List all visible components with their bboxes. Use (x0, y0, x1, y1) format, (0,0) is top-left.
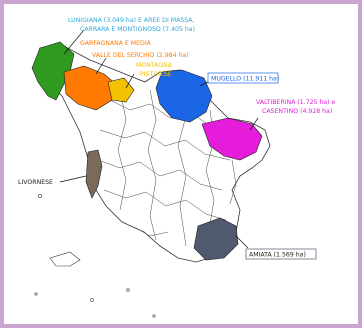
label-montagna-1: MONTAGNA (136, 62, 173, 69)
label-valtiberina-1: VALTIBERINA (1.725 ha) e (256, 99, 336, 106)
label-garfagnana-1: GARFAGNANA E MEDIA (80, 40, 152, 47)
label-mugello: MUGELLO (11.911 ha) (211, 76, 279, 83)
label-montagna-2: PISTOIESE (140, 71, 172, 78)
label-valtiberina-2: CASENTINO (4.928 ha) (262, 108, 332, 115)
label-garfagnana-2: VALLE DEL SERCHIO (2.984 ha) (92, 52, 189, 59)
area-lunigiana (31, 41, 75, 101)
area-mugello (155, 69, 213, 123)
islands (34, 194, 156, 318)
amiata-label-box (245, 248, 317, 260)
label-lunigiana-1: LUNIGIANA (3.049 ha) E AREE DI MASSA, (68, 17, 195, 24)
area-montagna (107, 77, 135, 103)
label-livornese: LIVORNESE (18, 179, 53, 186)
area-livornese (85, 149, 103, 199)
area-amiata (193, 217, 239, 261)
mugello-label-box (207, 72, 279, 84)
label-amiata: AMIATA (1.569 ha) (249, 252, 306, 259)
leader-lines (59, 29, 259, 249)
label-lunigiana-2: CARRARA E MONTIGNOSO (7.405 ha) (80, 26, 195, 33)
area-casentino (201, 117, 263, 161)
